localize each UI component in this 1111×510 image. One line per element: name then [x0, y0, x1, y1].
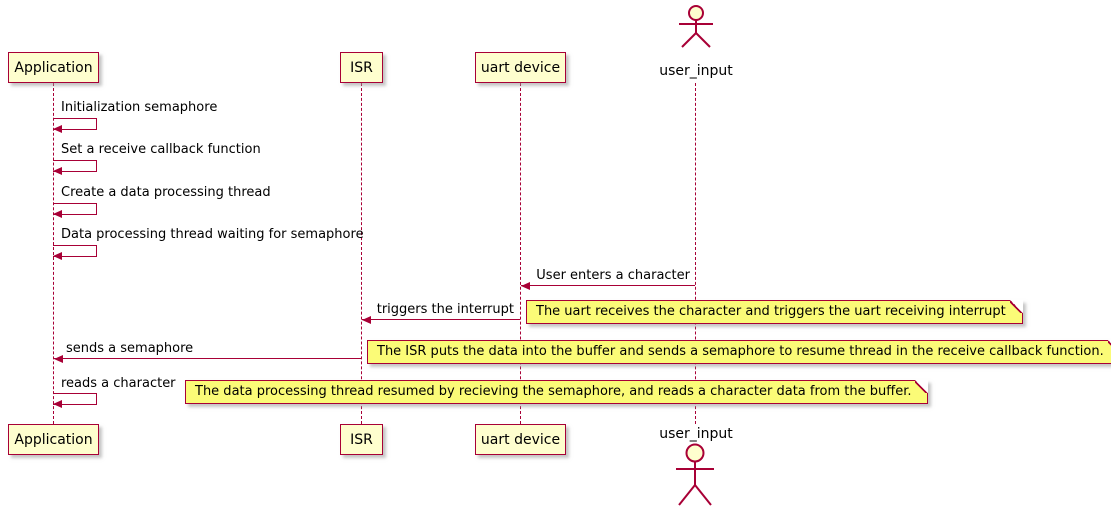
participant-uart-device-top: uart device: [475, 52, 566, 83]
participant-application-bottom: Application: [8, 424, 99, 455]
self-arrow-create-thread: [53, 203, 97, 218]
self-arrow-set-callback: [53, 160, 97, 175]
arrowhead: [53, 167, 62, 175]
note-uart-interrupt: The uart receives the character and trig…: [526, 300, 1023, 324]
arrowhead: [362, 316, 371, 324]
participant-uart-device-bottom: uart device: [475, 424, 566, 455]
message-label-initialization-semaphore: Initialization semaphore: [61, 100, 218, 115]
participant-isr-top: ISR: [340, 52, 383, 83]
actor-user-input-icon-bottom: [676, 443, 714, 506]
self-arrow-wait-semaphore: [53, 245, 97, 260]
arrowhead: [53, 210, 62, 218]
arrowhead: [54, 355, 63, 363]
arrowhead: [53, 125, 62, 133]
self-arrow-initialization-semaphore: [53, 118, 97, 133]
message-label-set-callback: Set a receive callback function: [61, 142, 261, 157]
message-label-user-enters-character: User enters a character: [536, 268, 690, 283]
arrowhead: [521, 282, 530, 290]
lifeline-isr: [361, 83, 362, 424]
note-isr-semaphore: The ISR puts the data into the buffer an…: [367, 340, 1111, 364]
message-label-wait-semaphore: Data processing thread waiting for semap…: [61, 227, 364, 242]
participant-isr-bottom: ISR: [340, 424, 383, 455]
self-arrow-reads-character: [53, 393, 97, 408]
actor-user-input-label-top: user_input: [659, 63, 733, 79]
lifeline-uart-device: [520, 83, 521, 424]
actor-user-input-label-bottom: user_input: [659, 426, 733, 442]
actor-user-input-icon-top: [679, 5, 713, 48]
message-label-create-thread: Create a data processing thread: [61, 185, 271, 200]
arrowhead: [53, 252, 62, 260]
lifeline-user-input: [695, 83, 696, 424]
arrow-triggers-interrupt: [362, 316, 520, 324]
arrow-sends-semaphore: [54, 355, 361, 363]
message-label-sends-semaphore: sends a semaphore: [66, 341, 194, 356]
note-thread-read: The data processing thread resumed by re…: [185, 380, 929, 404]
message-label-reads-character: reads a character: [61, 376, 176, 391]
participant-application-top: Application: [8, 52, 99, 83]
arrow-user-enters-character: [521, 282, 695, 290]
arrowhead: [53, 400, 62, 408]
message-label-triggers-interrupt: triggers the interrupt: [376, 302, 514, 317]
